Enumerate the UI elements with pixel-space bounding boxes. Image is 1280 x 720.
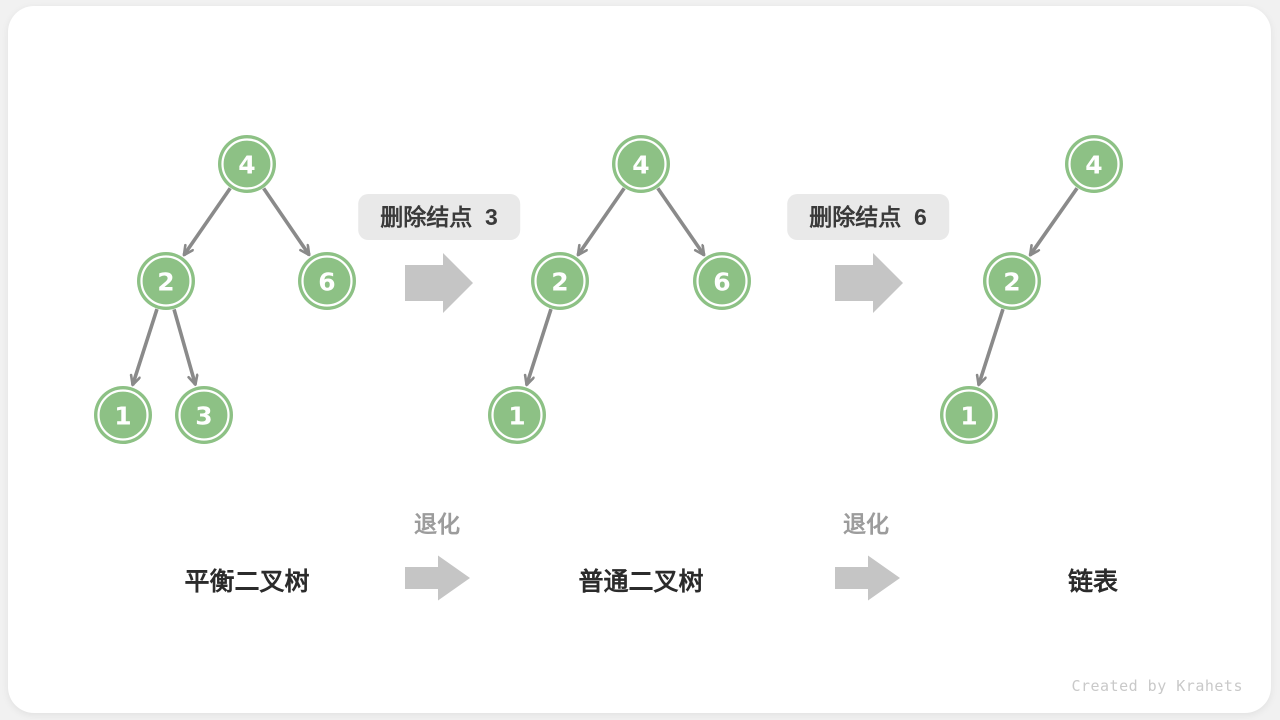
tree-node: 4 (612, 135, 670, 193)
tree-node: 1 (94, 386, 152, 444)
tree-balanced-binary-tree: 4 2 6 1 3 (94, 135, 356, 444)
tree-linked-list: 4 2 1 (940, 135, 1123, 444)
tree-ordinary-binary-tree: 4 2 6 1 (488, 135, 751, 444)
tree-node: 2 (531, 252, 589, 310)
node-value: 2 (551, 268, 568, 297)
tree-node: 4 (218, 135, 276, 193)
node-value: 4 (632, 151, 649, 180)
node-value: 6 (713, 268, 730, 297)
tree-name-linked-list: 链表 (1067, 568, 1119, 596)
delete-node-6-badge: 删除结点 6 (787, 194, 949, 240)
tree-node: 3 (175, 386, 233, 444)
tree-edge (527, 308, 553, 385)
degrade-arrow (835, 555, 900, 601)
delete-node-3-badge: 删除结点 3 (358, 194, 520, 240)
delete-transition-arrow (405, 253, 473, 313)
tree-name-ordinary-binary-tree: 普通二叉树 (578, 568, 704, 596)
node-value: 4 (1085, 151, 1102, 180)
tree-edge (656, 187, 706, 255)
tree-node: 1 (488, 386, 546, 444)
tree-edge (262, 187, 311, 255)
tree-name-balanced-binary-tree: 平衡二叉树 (184, 568, 310, 596)
tree-edge (182, 187, 232, 255)
node-value: 2 (157, 268, 174, 297)
tree-node: 6 (298, 252, 356, 310)
node-value: 4 (238, 151, 255, 180)
degrade-label: 退化 (843, 511, 889, 537)
tree-node: 4 (1065, 135, 1123, 193)
watermark-credit: Created by Krahets (1071, 677, 1243, 695)
tree-edge (1028, 187, 1079, 255)
node-value: 1 (960, 402, 977, 431)
node-value: 6 (318, 268, 335, 297)
tree-node: 2 (137, 252, 195, 310)
tree-node: 6 (693, 252, 751, 310)
node-value: 1 (508, 402, 525, 431)
diagram-card (8, 6, 1271, 713)
tree-node: 2 (983, 252, 1041, 310)
node-value: 3 (195, 402, 212, 431)
tree-edge (576, 187, 626, 255)
tree-edge (172, 308, 195, 384)
degrade-arrow (405, 555, 470, 601)
delete-transition-arrow (835, 253, 903, 313)
tree-edge (979, 308, 1005, 385)
tree-edge (133, 308, 159, 385)
node-value: 1 (114, 402, 131, 431)
degrade-label: 退化 (414, 511, 460, 537)
node-value: 2 (1003, 268, 1020, 297)
tree-node: 1 (940, 386, 998, 444)
